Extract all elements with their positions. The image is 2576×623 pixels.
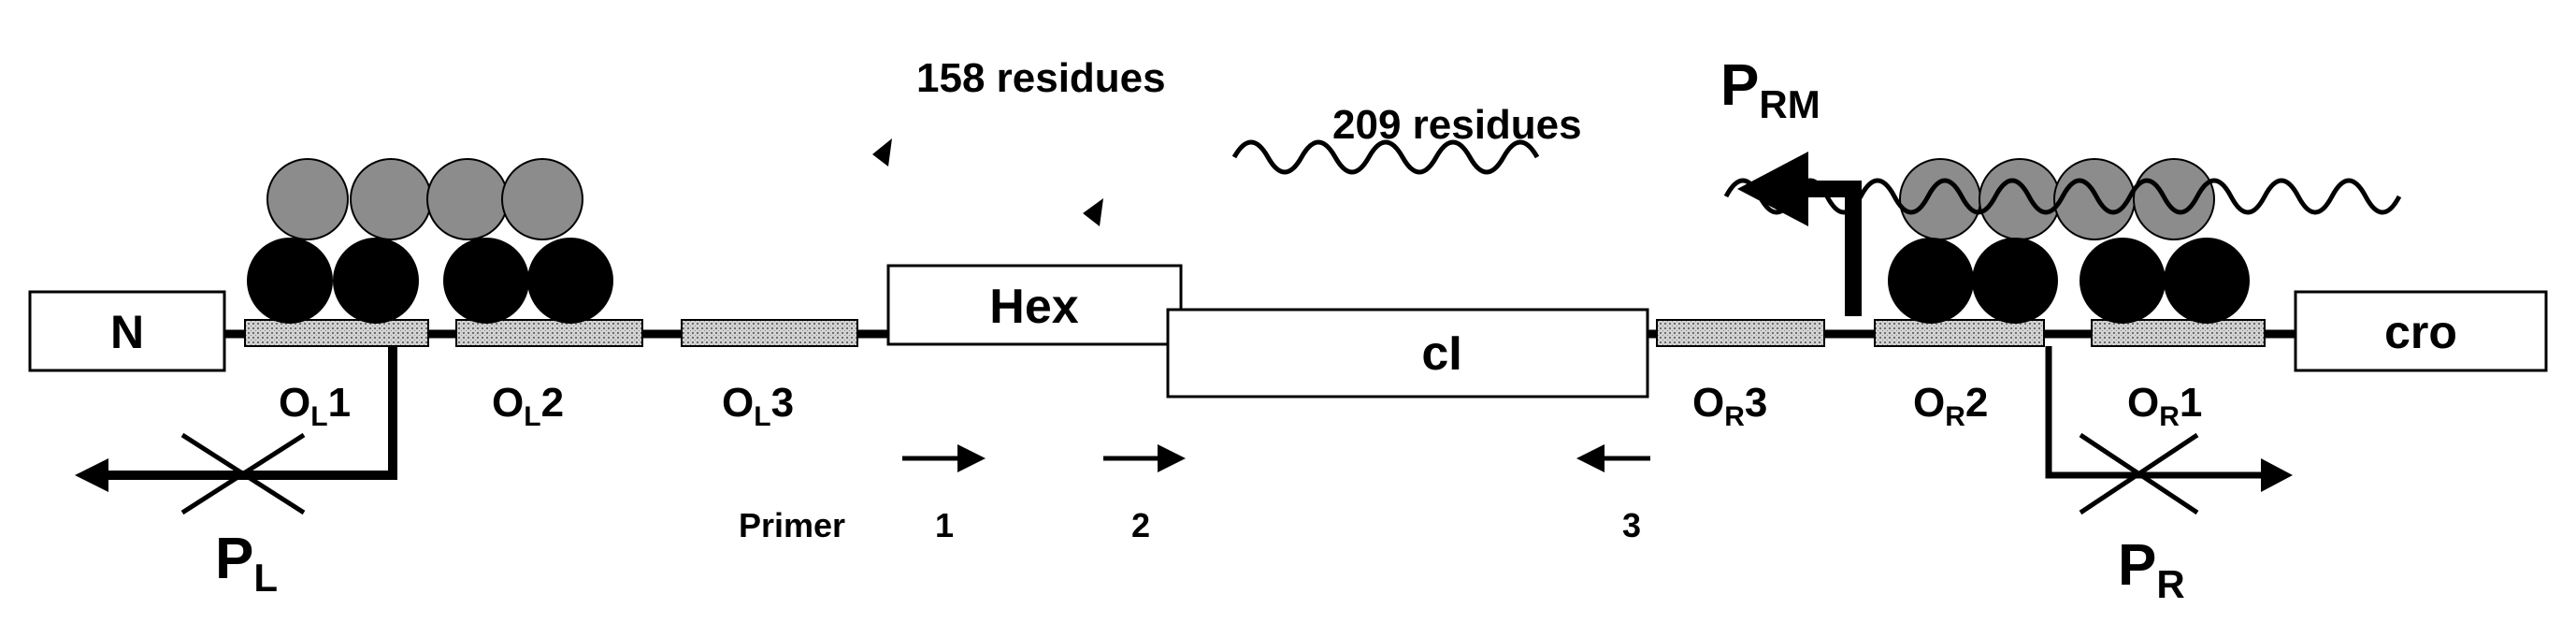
promoter-pr-block-x: [2079, 432, 2199, 515]
repressor-ntd-circle: [1972, 238, 2058, 324]
operator-labels: OL1 OL2 OL3 OR3 OR2 OR1: [279, 380, 2202, 432]
promoter-pl-label: PL: [215, 527, 278, 600]
repressor-ntd-circle: [333, 238, 419, 324]
gene-ci-label: cI: [1421, 326, 1461, 381]
promoter-pr-arrowhead: [2261, 458, 2293, 492]
repressor-ntd-circle: [2080, 238, 2166, 324]
repressor-ctd-circle: [1899, 158, 1981, 240]
gene-n: N: [28, 290, 226, 372]
repressor-ntd-circle: [443, 238, 529, 324]
promoter-prm-arrowhead: [1737, 152, 1808, 226]
transcript-209-arrowhead: [1083, 198, 1103, 226]
operator-sites: [244, 319, 2266, 347]
transcript-209-label: 209 residues: [1332, 102, 1582, 148]
operator-or2-label: OR2: [1913, 380, 1988, 432]
promoter-pr-arrow: [2045, 346, 2263, 479]
operator-ol2-label: OL2: [492, 380, 564, 432]
transcript-209: 209 residues: [1083, 102, 2402, 226]
primer-3-number: 3: [1622, 506, 1641, 544]
transcript-158: 158 residues: [872, 55, 1540, 175]
gene-n-label: N: [110, 306, 144, 358]
operator-or2-box: [1874, 319, 2045, 347]
gene-cro: cro: [2294, 290, 2548, 372]
operator-ol3-label: OL3: [722, 380, 794, 432]
repressor-ctd-circle: [426, 158, 509, 240]
repressor-dimers-left: [247, 158, 613, 324]
gene-cro-box: [2294, 290, 2548, 372]
promoter-pl-arrowhead: [75, 458, 108, 492]
promoter-pl-arrow: [103, 346, 397, 480]
repressor-ntd-circle: [247, 238, 333, 324]
primer-label: Primer: [739, 506, 845, 544]
promoter-pr: PR: [2045, 346, 2293, 606]
repressor-ctd-circle: [501, 158, 583, 240]
promoter-pr-label: PR: [2118, 533, 2185, 606]
transcript-158-label: 158 residues: [916, 55, 1166, 101]
repressor-ntd-circle: [1888, 238, 1974, 324]
primer-2-number: 2: [1131, 506, 1150, 544]
promoter-pl-block-x: [180, 432, 306, 515]
promoter-prm-label: PRM: [1720, 53, 1820, 126]
transcript-158-arrowhead: [872, 138, 892, 167]
gene-ci-box: [1166, 308, 1649, 398]
gene-cro-label: cro: [2384, 306, 2457, 358]
promoter-prm: PRM: [1720, 53, 1862, 316]
promoter-pl: PL: [75, 346, 397, 600]
primer-1-number: 1: [935, 506, 954, 544]
operator-or1-box: [2091, 319, 2266, 347]
transcript-158-wave: [1231, 139, 1540, 175]
repressor-ctd-circle: [2133, 158, 2215, 240]
gene-hex-box: [886, 264, 1183, 346]
gene-hex: Hex: [886, 264, 1183, 346]
repressor-dimers-right: [1888, 158, 2250, 324]
operator-ol1-label: OL1: [279, 380, 351, 432]
promoter-prm-arrow: [1805, 181, 1862, 316]
gene-hex-label: Hex: [989, 280, 1078, 334]
operator-ol1-box: [244, 319, 429, 347]
primers: Primer 1 2 3: [739, 444, 1650, 544]
repressor-ctd-circle: [266, 158, 349, 240]
repressor-ctd-circle: [350, 158, 432, 240]
operator-or3-label: OR3: [1692, 380, 1767, 432]
repressor-ntd-circle: [2164, 238, 2250, 324]
repressor-ctd-circle: [2053, 158, 2136, 240]
operator-ol2-box: [455, 319, 643, 347]
operator-or3-box: [1656, 319, 1825, 347]
repressor-ntd-circle: [527, 238, 613, 324]
gene-n-box: [28, 290, 226, 372]
operator-ol3-box: [681, 319, 858, 347]
transcript-209-wave: [1723, 178, 2402, 215]
gene-ci: cI: [1166, 308, 1649, 398]
operator-or1-label: OR1: [2127, 380, 2202, 432]
